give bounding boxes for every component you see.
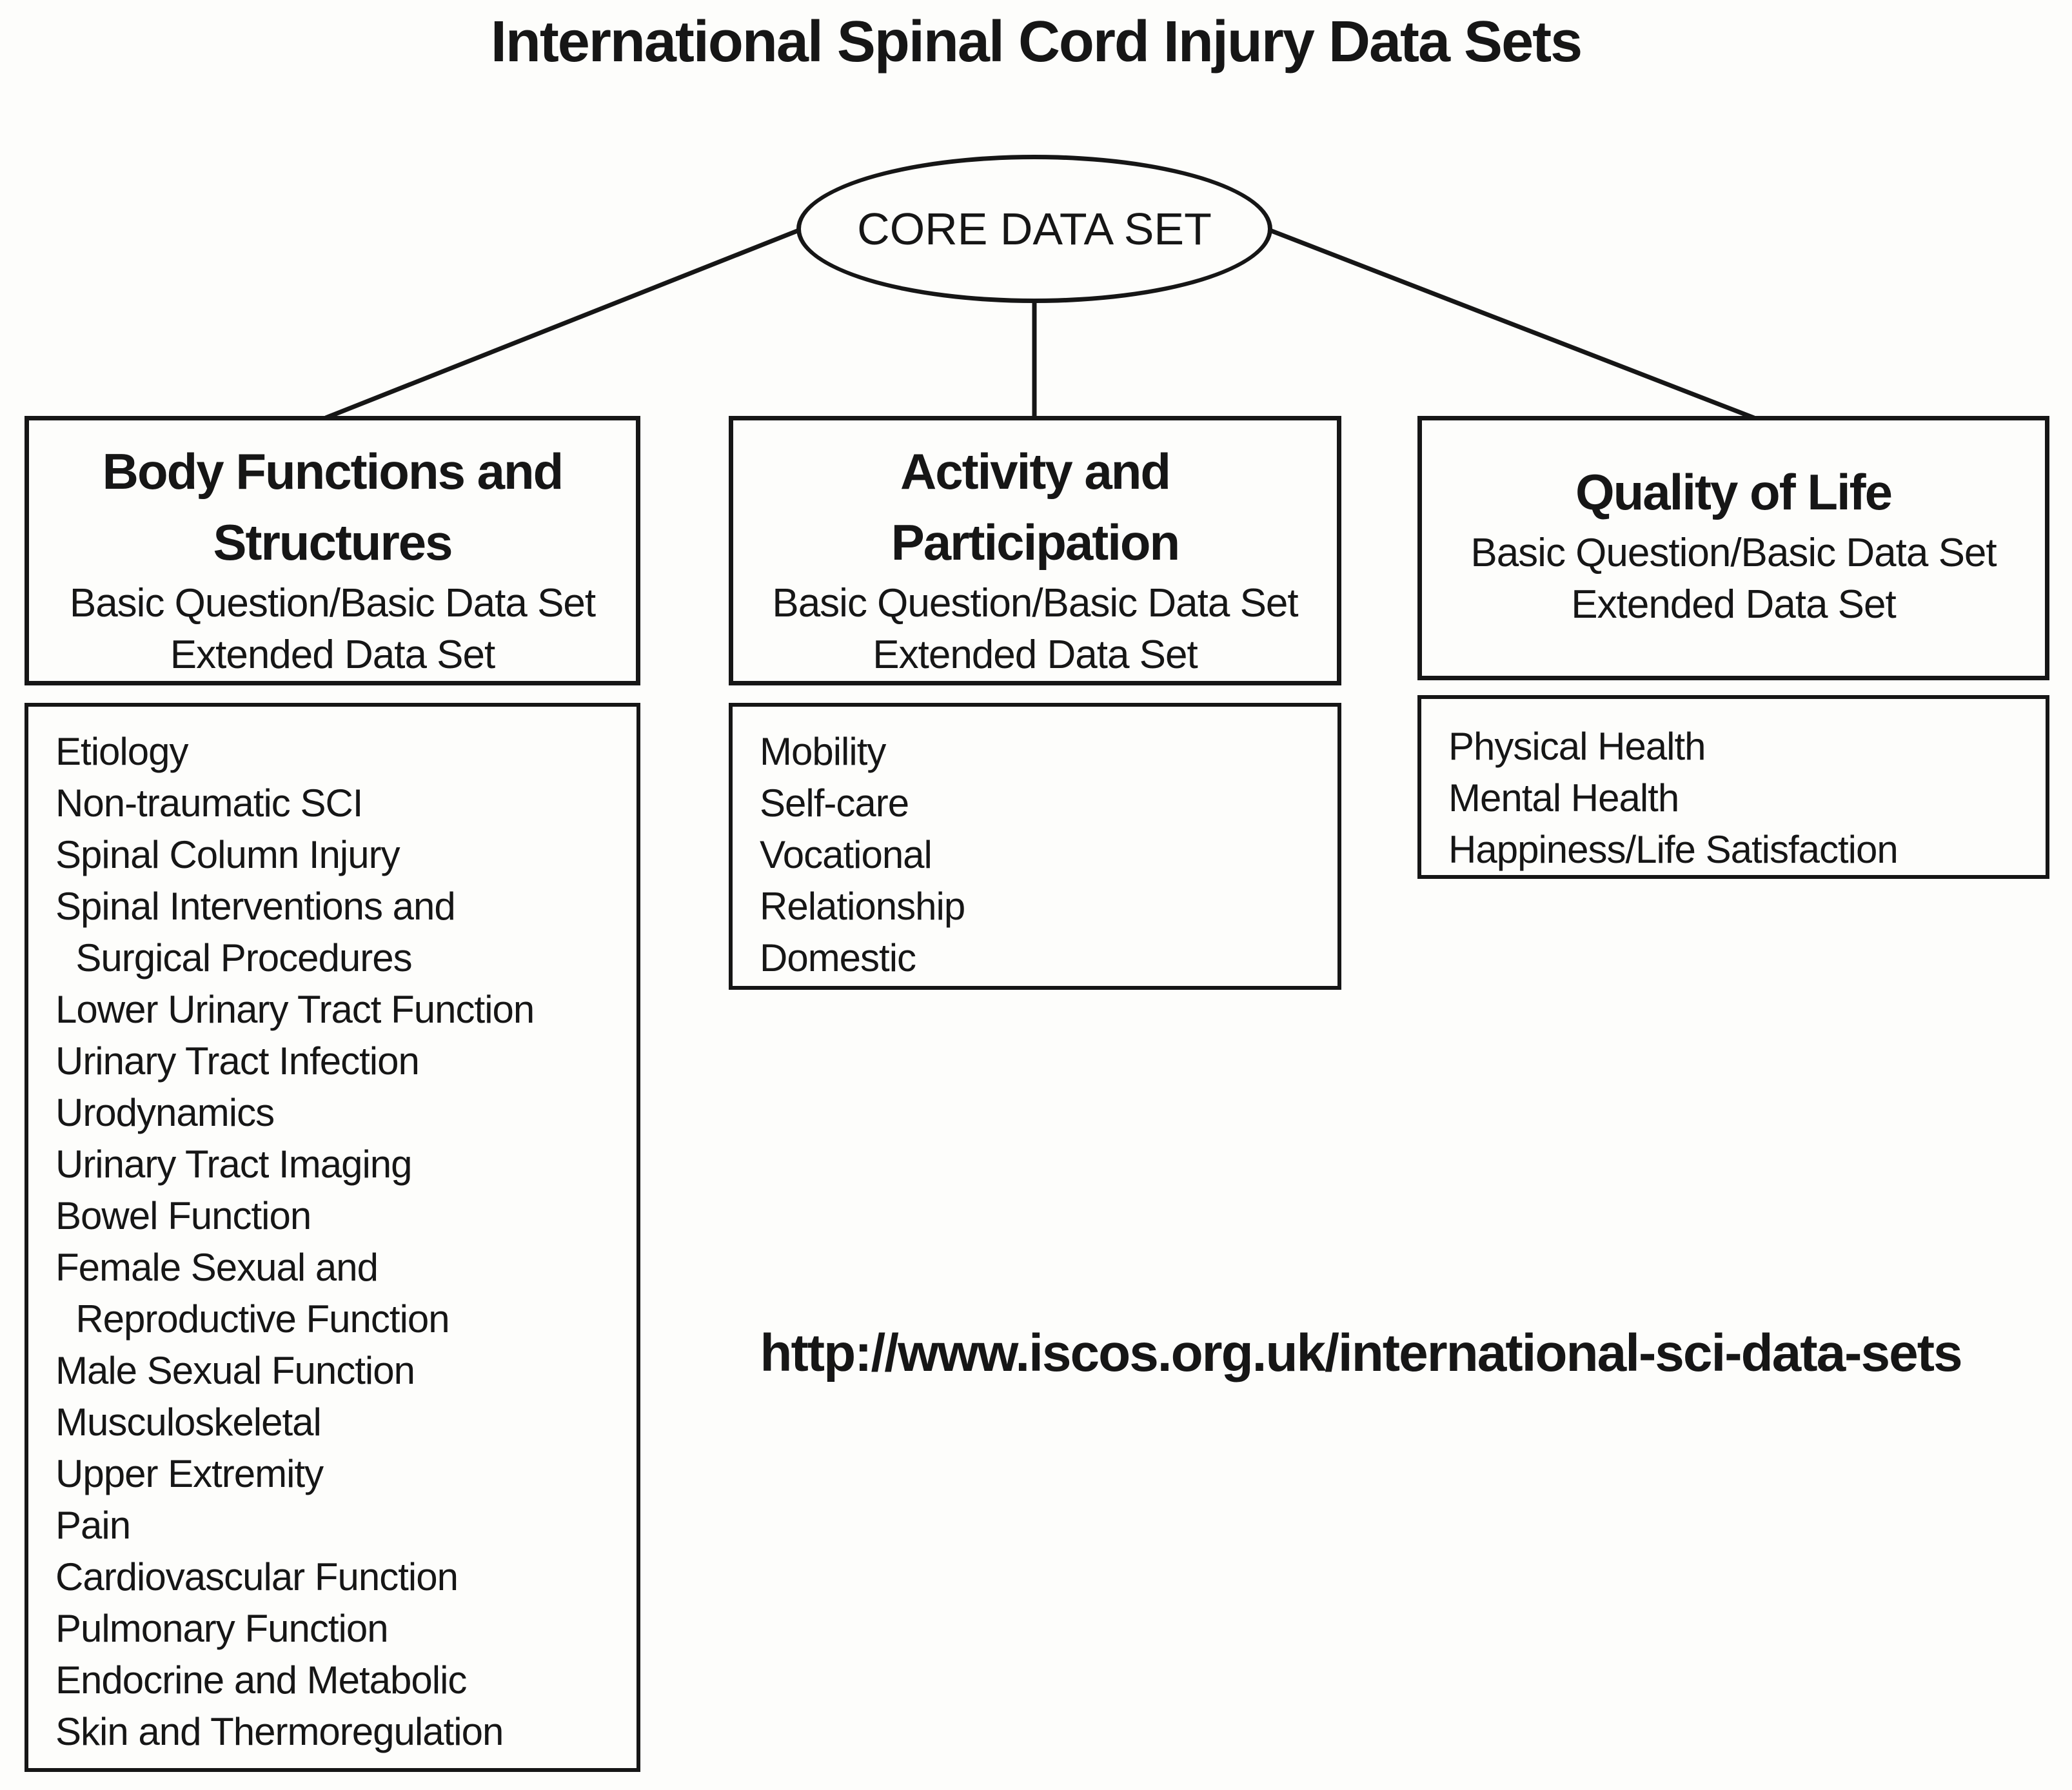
column-subtitle-basic: Basic Question/Basic Data Set [69,581,596,625]
list-item: Female Sexual and [55,1246,379,1289]
list-item: Urinary Tract Infection [55,1039,420,1083]
core-data-set-label: CORE DATA SET [857,204,1212,254]
list-item: Spinal Column Injury [55,833,400,876]
column-title-body-functions: Body Functions and Structures [102,443,564,571]
list-item: Mental Health [1448,776,1679,820]
list-item: Lower Urinary Tract Function [55,988,535,1031]
list-item: Happiness/Life Satisfaction [1448,828,1899,871]
list-item: Reproductive Function [55,1297,449,1341]
list-item: Urinary Tract Imaging [55,1143,413,1186]
header-box-body-functions: Body Functions and Structures Basic Ques… [25,416,640,685]
core-data-set-node: CORE DATA SET [796,155,1272,303]
column-subtitle-extended: Extended Data Set [170,633,495,677]
connector-core-to-quality-of-life [1268,228,1755,420]
list-item: Self-care [760,782,909,825]
list-item: Physical Health [1448,725,1706,768]
list-item: Domestic [760,936,916,979]
column-subtitle-extended: Extended Data Set [873,633,1198,677]
website-url: http://www.iscos.org.uk/international-sc… [760,1324,1962,1382]
list-item: Relationship [760,885,965,928]
list-box-activity-participation: Mobility Self-care Vocational Relationsh… [729,703,1341,990]
column-subtitle-basic: Basic Question/Basic Data Set [772,581,1298,625]
diagram-title: International Spinal Cord Injury Data Se… [490,10,1583,74]
column-subtitle-extended: Extended Data Set [1571,582,1896,627]
list-item: Surgical Procedures [55,936,412,979]
list-item: Etiology [55,730,188,773]
column-title-activity-participation: Activity and Participation [891,443,1180,571]
connector-core-to-body-functions [324,228,800,420]
list-item: Upper Extremity [55,1452,324,1495]
list-item: Vocational [760,833,932,876]
header-box-quality-of-life: Quality of Life Basic Question/Basic Dat… [1417,416,2049,680]
list-item: Pain [55,1504,131,1547]
list-item: Urodynamics [55,1091,275,1134]
list-box-quality-of-life: Physical Health Mental Health Happiness/… [1417,695,2049,879]
list-item: Non-traumatic SCI [55,782,363,825]
list-item: Pulmonary Function [55,1607,389,1650]
list-item: Male Sexual Function [55,1349,415,1392]
list-item: Endocrine and Metabolic [55,1658,467,1702]
list-item: Mobility [760,730,886,773]
column-subtitle-basic: Basic Question/Basic Data Set [1470,531,1997,575]
list-item: Skin and Thermoregulation [55,1710,504,1753]
header-box-activity-participation: Activity and Participation Basic Questio… [729,416,1341,685]
list-item: Cardiovascular Function [55,1555,459,1598]
list-box-body-functions: Etiology Non-traumatic SCI Spinal Column… [25,703,640,1772]
column-title-quality-of-life: Quality of Life [1575,464,1893,520]
list-item: Musculoskeletal [55,1401,322,1444]
list-item: Bowel Function [55,1194,311,1237]
list-item: Spinal Interventions and [55,885,456,928]
